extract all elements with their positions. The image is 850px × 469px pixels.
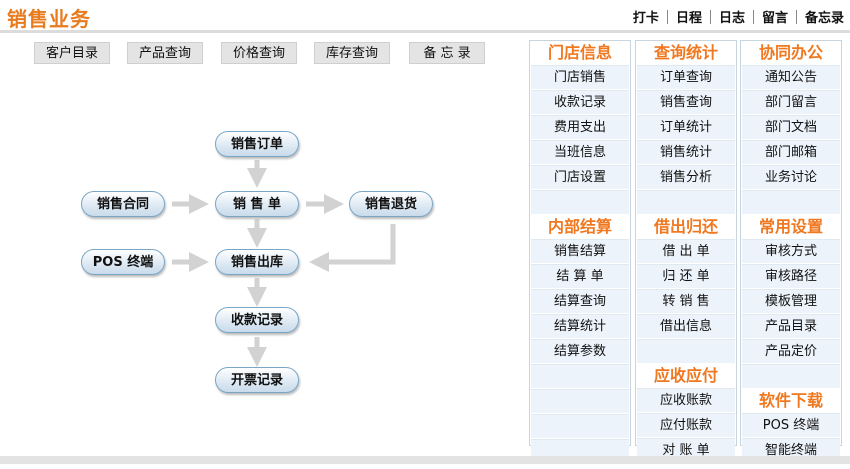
menu-item[interactable]: 销售分析	[637, 165, 735, 189]
customer-directory-button[interactable]: 客户目录	[34, 42, 110, 64]
node-sales-outbound[interactable]: 销售出库	[215, 249, 299, 275]
menu-item-empty	[531, 190, 629, 214]
node-sales-contract[interactable]: 销售合同	[81, 191, 165, 217]
menu-item[interactable]: 门店销售	[531, 65, 629, 89]
menu-item-empty	[742, 190, 840, 214]
menu-item[interactable]: 模板管理	[742, 289, 840, 313]
top-links: 打卡 日程 日志 留言 备忘录	[633, 7, 844, 26]
menu-item[interactable]: 结算参数	[531, 339, 629, 363]
menu-item[interactable]: 归 还 单	[637, 264, 735, 288]
divider	[752, 9, 754, 24]
menu-item-empty	[531, 389, 629, 413]
menu-item[interactable]: 审核方式	[742, 239, 840, 263]
menu-item[interactable]: 业务讨论	[742, 165, 840, 189]
menu-item[interactable]: 门店设置	[531, 165, 629, 189]
menu-item-empty	[637, 339, 735, 363]
footer-bar	[0, 456, 850, 464]
memo-button[interactable]: 备 忘 录	[409, 42, 485, 64]
menu-item[interactable]: 应付账款	[637, 413, 735, 437]
node-invoice-record[interactable]: 开票记录	[215, 367, 299, 393]
section-title-receivable-payable: 应收应付	[653, 366, 718, 385]
page-title: 销售业务	[7, 7, 91, 31]
node-sales-return[interactable]: 销售退货	[349, 191, 433, 217]
menu-item[interactable]: 结 算 单	[531, 264, 629, 288]
menu-item[interactable]: 费用支出	[531, 115, 629, 139]
inventory-query-button[interactable]: 库存查询	[314, 42, 390, 64]
menu-item[interactable]: 转 销 售	[637, 289, 735, 313]
section-title-common-settings: 常用设置	[758, 217, 823, 236]
menu-column-store: 门店信息 门店销售 收款记录 费用支出 当班信息 门店设置 内部结算 销售结算 …	[529, 40, 631, 463]
menu-item[interactable]: 结算统计	[531, 314, 629, 338]
divider	[709, 9, 711, 24]
menu-item[interactable]: 应收账款	[637, 388, 735, 412]
menu-item[interactable]: 部门留言	[742, 90, 840, 114]
section-title-query-stats: 查询统计	[653, 43, 718, 62]
menu-column-office: 协同办公 通知公告 部门留言 部门文档 部门邮箱 业务讨论 常用设置 审核方式 …	[740, 40, 842, 462]
menu-item[interactable]: 产品定价	[742, 339, 840, 363]
menu-item[interactable]: 通知公告	[742, 65, 840, 89]
arrow-return	[309, 224, 396, 272]
node-payment-record[interactable]: 收款记录	[215, 307, 299, 333]
menu-item-empty	[742, 364, 840, 388]
link-schedule[interactable]: 日程	[675, 11, 702, 26]
flow-arrows	[172, 160, 396, 367]
node-sales-slip[interactable]: 销 售 单	[215, 191, 299, 217]
menu-item[interactable]: 借出信息	[637, 314, 735, 338]
menu-item[interactable]: 收款记录	[531, 90, 629, 114]
menu-item[interactable]: 结算查询	[531, 289, 629, 313]
header-divider	[0, 30, 850, 33]
menu-item[interactable]: 部门文档	[742, 115, 840, 139]
menu-item[interactable]: 审核路径	[742, 264, 840, 288]
section-title-internal-settlement: 内部结算	[547, 217, 612, 236]
menu-item[interactable]: 产品目录	[742, 314, 840, 338]
menu-item[interactable]: 销售结算	[531, 239, 629, 263]
section-title-store-info: 门店信息	[547, 43, 612, 62]
menu-item[interactable]: 销售统计	[637, 140, 735, 164]
header: 销售业务 打卡 日程 日志 留言 备忘录	[0, 0, 850, 33]
node-sales-order[interactable]: 销售订单	[215, 131, 299, 157]
section-title-collaboration: 协同办公	[758, 43, 823, 62]
menu-item[interactable]: 销售查询	[637, 90, 735, 114]
menu-item[interactable]: 部门邮箱	[742, 140, 840, 164]
link-memo[interactable]: 备忘录	[804, 11, 844, 26]
link-punch[interactable]: 打卡	[632, 11, 659, 26]
link-message[interactable]: 留言	[761, 11, 788, 26]
menu-item-empty	[531, 414, 629, 438]
divider	[795, 9, 797, 24]
link-log[interactable]: 日志	[718, 11, 745, 26]
menu-item[interactable]: POS 终端	[742, 413, 840, 437]
price-query-button[interactable]: 价格查询	[221, 42, 297, 64]
divider	[666, 9, 668, 24]
menu-item[interactable]: 订单查询	[637, 65, 735, 89]
menu-item[interactable]: 订单统计	[637, 115, 735, 139]
section-title-lend-return: 借出归还	[653, 217, 718, 236]
menu-item[interactable]: 当班信息	[531, 140, 629, 164]
menu-item-empty	[637, 190, 735, 214]
menu-item[interactable]: 借 出 单	[637, 239, 735, 263]
node-pos-terminal[interactable]: POS 终端	[81, 249, 165, 275]
menu-item-empty	[531, 364, 629, 388]
menu-column-query: 查询统计 订单查询 销售查询 订单统计 销售统计 销售分析 借出归还 借 出 单…	[635, 40, 737, 462]
product-query-button[interactable]: 产品查询	[127, 42, 203, 64]
section-title-software-download: 软件下载	[758, 391, 823, 410]
